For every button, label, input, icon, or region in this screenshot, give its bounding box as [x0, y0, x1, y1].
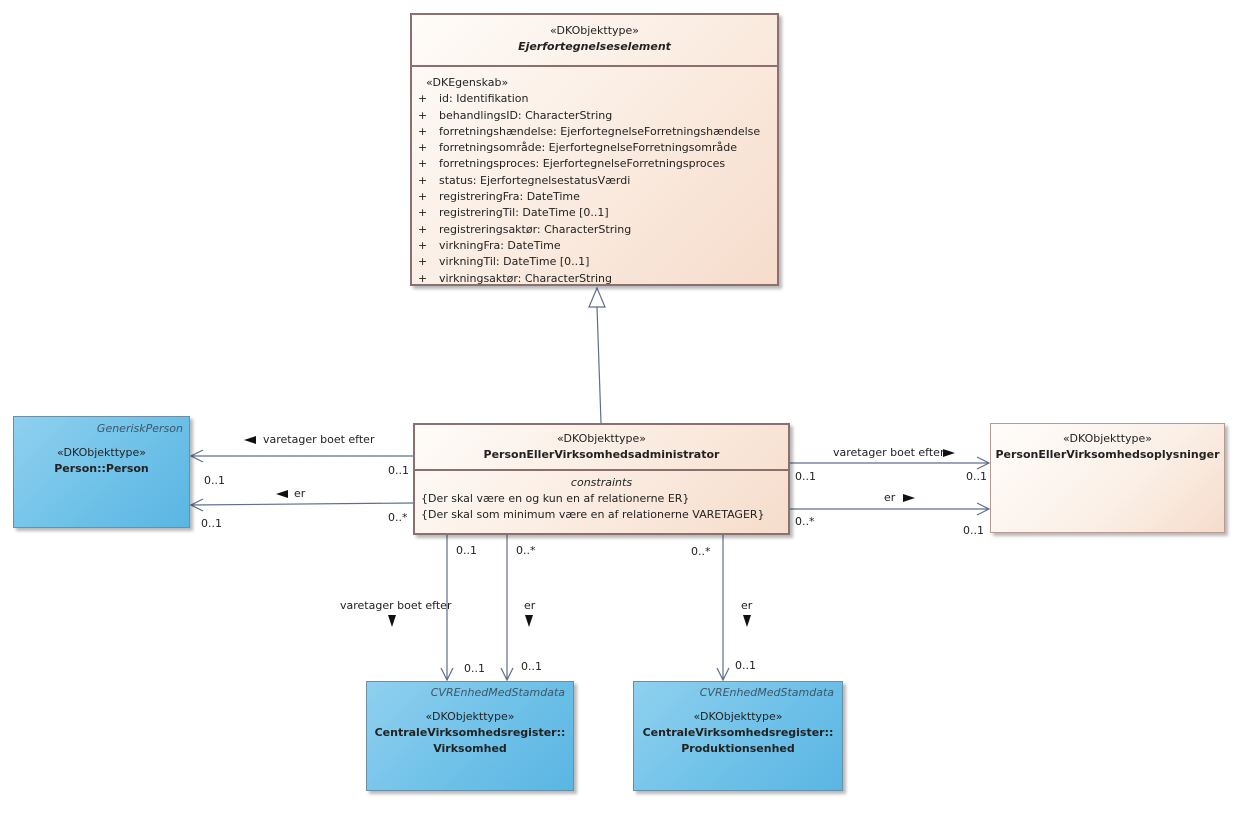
assoc-arrow-down-er-prod [716, 667, 730, 682]
assoc-arrow-left-top [189, 449, 204, 463]
assoc-line-left-bottom [190, 502, 414, 506]
assoc-label-down-varetager: varetager boet efter [340, 599, 452, 612]
multiplicity-left-bottom-source: 0..* [388, 511, 408, 524]
multiplicity-left-bottom-target: 0..1 [201, 517, 222, 530]
attribute-row: +virkningsaktør: CharacterString [418, 271, 612, 285]
class-header: «DKObjekttype» Person::Person [14, 417, 189, 477]
multiplicity-right-bottom-target: 0..1 [963, 524, 984, 537]
class-name: PersonEllerVirksomhedsoplysninger [995, 448, 1220, 461]
assoc-arrow-right-top [976, 456, 991, 470]
stereotype-label: «DKObjekttype» [556, 432, 647, 445]
multiplicity-down-er-virk-target: 0..1 [521, 660, 542, 673]
attribute-row: +virkningFra: DateTime [418, 238, 561, 252]
class-name-line-2: Produktionsenhed [681, 742, 795, 755]
class-header: «DKObjekttype» PersonEllerVirksomhedsadm… [415, 425, 788, 469]
class-person-eller-virksomhedsadministrator[interactable]: «DKObjekttype» PersonEllerVirksomhedsadm… [413, 423, 790, 535]
class-header: «DKObjekttype» CentraleVirksomhedsregist… [367, 682, 573, 757]
generalization-line [596, 306, 602, 424]
attribute-row: +forretningsområde: EjerfortegnelseForre… [418, 141, 737, 155]
multiplicity-down-er-prod-source: 0..* [691, 545, 711, 558]
multiplicity-down-er-prod-target: 0..1 [735, 659, 756, 672]
assoc-label-left-top: varetager boet efter [263, 433, 375, 446]
multiplicity-right-top-target: 0..1 [966, 470, 987, 483]
direction-triangle-right-bottom [903, 494, 915, 502]
direction-triangle-down-er-virk [525, 615, 533, 627]
assoc-label-right-bottom: er [884, 491, 896, 504]
class-produktionsenhed[interactable]: CVREnhedMedStamdata «DKObjekttype» Centr… [633, 681, 843, 791]
class-name-line-1: CentraleVirksomhedsregister:: [374, 726, 566, 739]
class-header: «DKObjekttype» PersonEllerVirksomhedsopl… [991, 424, 1224, 463]
assoc-label-right-top: varetager boet efter [833, 446, 945, 459]
attribute-row: +registreringsaktør: CharacterString [418, 222, 632, 236]
assoc-arrow-right-bottom [976, 502, 991, 516]
class-name: Person::Person [54, 462, 149, 475]
constraints-label: constraints [570, 476, 633, 489]
multiplicity-right-top-source: 0..1 [795, 470, 816, 483]
direction-triangle-right-top [943, 449, 955, 457]
class-divider [415, 469, 788, 471]
direction-triangle-left-top [244, 436, 256, 444]
multiplicity-left-top-source: 0..1 [388, 464, 409, 477]
assoc-label-down-er-prod: er [741, 599, 753, 612]
attribute-row: +registreringFra: DateTime [418, 190, 580, 204]
class-header: «DKObjekttype» CentraleVirksomhedsregist… [634, 682, 842, 757]
assoc-arrow-down-varetager [440, 667, 454, 682]
class-name: Ejerfortegnelseselement [518, 40, 671, 53]
class-name: PersonEllerVirksomhedsadministrator [483, 448, 720, 461]
parent-class-label: CVREnhedMedStamdata [430, 686, 565, 699]
class-header: «DKObjekttype» Ejerfortegnelseselement [412, 15, 777, 61]
assoc-arrow-left-bottom [189, 498, 204, 512]
parent-class-label: CVREnhedMedStamdata [699, 686, 834, 699]
constraint-item: {Der skal som minimum være en af relatio… [421, 508, 765, 521]
generalization-arrowhead [588, 286, 606, 308]
stereotype-label: «DKObjekttype» [425, 710, 515, 723]
attribute-row: +virkningTil: DateTime [0..1] [418, 255, 590, 269]
stereotype-label: «DKObjekttype» [693, 710, 783, 723]
attribute-compartment: «DKEgenskab» +id: Identifikation +behand… [412, 67, 777, 287]
parent-class-label: GeneriskPerson [96, 422, 183, 435]
multiplicity-down-varetager-source: 0..1 [456, 544, 477, 557]
stereotype-label: «DKObjekttype» [56, 446, 147, 459]
multiplicity-down-varetager-target: 0..1 [464, 662, 485, 675]
stereotype-label: «DKObjekttype» [549, 24, 640, 37]
attribute-row: +registreringTil: DateTime [0..1] [418, 206, 609, 220]
attribute-row: +behandlingsID: CharacterString [418, 108, 613, 122]
class-virksomhed[interactable]: CVREnhedMedStamdata «DKObjekttype» Centr… [366, 681, 574, 791]
constraints-list: {Der skal være en og kun en af relatione… [415, 491, 788, 523]
assoc-label-left-bottom: er [294, 487, 306, 500]
class-person[interactable]: GeneriskPerson «DKObjekttype» Person::Pe… [13, 416, 190, 528]
attribute-row: +id: Identifikation [418, 92, 529, 106]
assoc-arrow-down-er-virk [500, 667, 514, 682]
class-person-eller-virksomhedsoplysninger[interactable]: «DKObjekttype» PersonEllerVirksomhedsopl… [990, 423, 1225, 533]
direction-triangle-left-bottom [276, 490, 288, 498]
multiplicity-left-top-target: 0..1 [204, 474, 225, 487]
attribute-stereotype: «DKEgenskab» [426, 76, 509, 89]
multiplicity-right-bottom-source: 0..* [795, 515, 815, 528]
class-ejerfortegnelseselement[interactable]: «DKObjekttype» Ejerfortegnelseselement «… [410, 13, 779, 286]
attribute-row: +forretningshændelse: EjerfortegnelseFor… [418, 124, 761, 138]
multiplicity-down-er-virk-source: 0..* [516, 544, 536, 557]
class-name-line-2: Virksomhed [433, 742, 507, 755]
class-divider [412, 65, 777, 67]
assoc-label-down-er-virk: er [524, 599, 536, 612]
stereotype-label: «DKObjekttype» [1062, 432, 1153, 445]
attribute-row: +status: EjerfortegnelsestatusVærdi [418, 173, 631, 187]
constraint-item: {Der skal være en og kun en af relatione… [421, 492, 690, 505]
direction-triangle-down-varetager [388, 615, 396, 627]
class-name-line-1: CentraleVirksomhedsregister:: [642, 726, 834, 739]
direction-triangle-down-er-prod [743, 615, 751, 627]
attribute-row: +forretningsproces: EjerfortegnelseForre… [418, 157, 726, 171]
